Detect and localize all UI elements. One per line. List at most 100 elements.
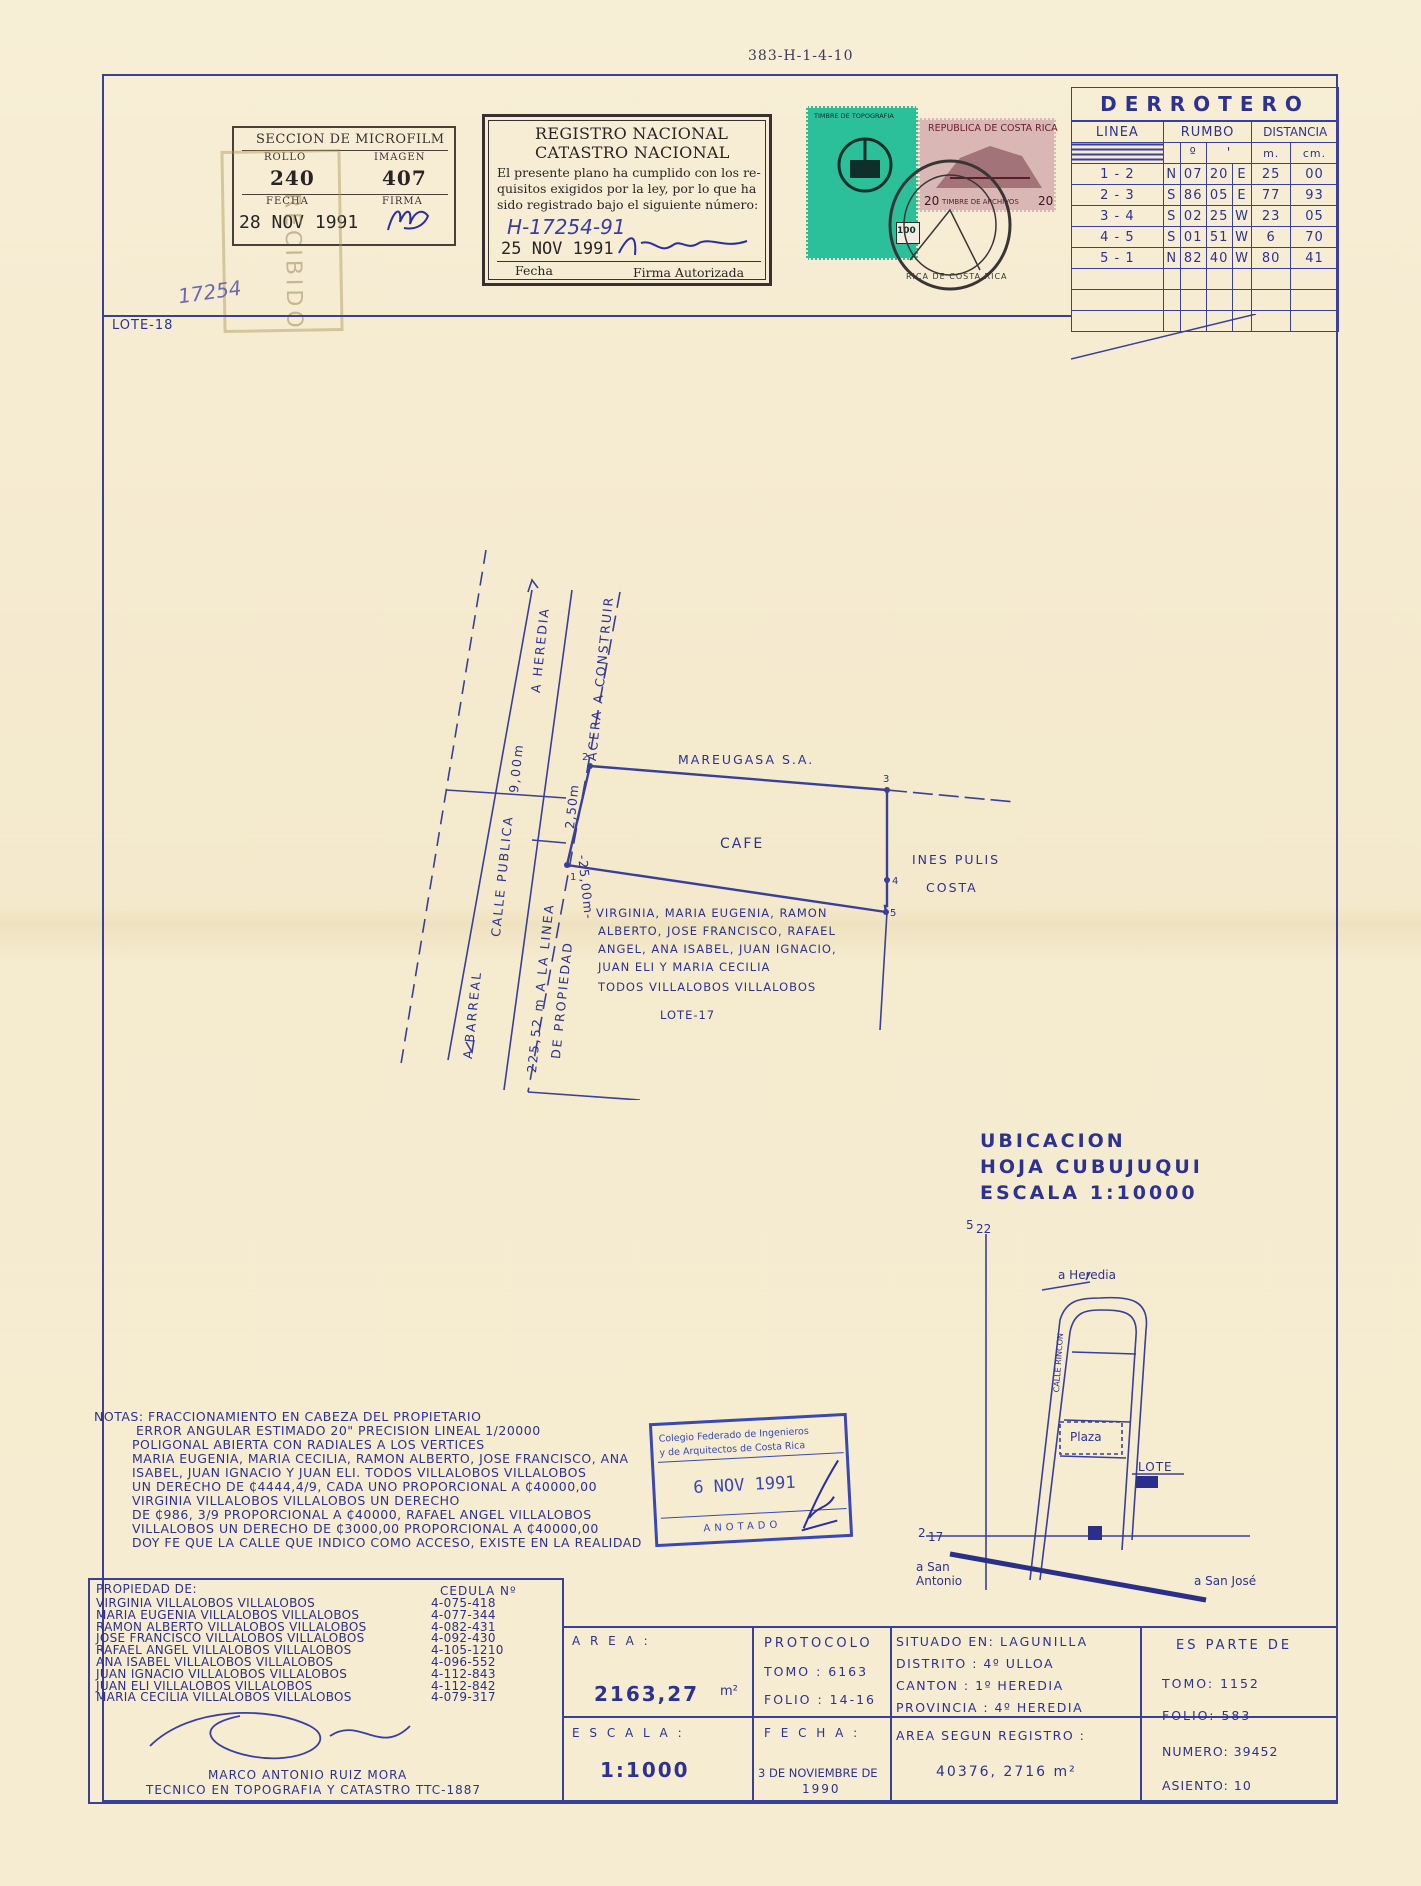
owner-name: JOSE FRANCISCO VILLALOBOS VILLALOBOS bbox=[96, 1631, 365, 1646]
microfilm-title: SECCION DE MICROFILM bbox=[256, 132, 445, 147]
protocolo-tomo: TOMO : 6163 bbox=[764, 1664, 869, 1679]
empty-row bbox=[1071, 268, 1340, 290]
rollo-value: 240 bbox=[270, 166, 315, 190]
notas-line: DOY FE QUE LA CALLE QUE INDICO COMO ACCE… bbox=[132, 1535, 642, 1550]
vertex-4-label: 4 bbox=[892, 876, 899, 887]
row-cm: 05 bbox=[1289, 205, 1340, 227]
row-dir2: W bbox=[1231, 247, 1253, 269]
situado-lugar: LAGUNILLA bbox=[1000, 1634, 1089, 1649]
timbre-archivos-stamp: REPUBLICA DE COSTA RICA 20 TIMBRE DE ARC… bbox=[918, 118, 1058, 212]
drawing-frame bbox=[102, 74, 1338, 1802]
owner-cedula: 4-105-1210 bbox=[431, 1643, 504, 1658]
row-deg: 02 bbox=[1179, 205, 1207, 227]
grid-vline-1 bbox=[752, 1626, 754, 1804]
notas-line: VIRGINIA VILLALOBOS VILLALOBOS UN DERECH… bbox=[132, 1493, 460, 1508]
grid-hline bbox=[562, 1716, 1338, 1718]
postmark-text: RICA DE COSTA RICA bbox=[906, 272, 1008, 281]
row-dir1: S bbox=[1162, 226, 1181, 248]
area-registro-value: 40376, 2716 m² bbox=[936, 1764, 1077, 1780]
situado-distrito: DISTRITO : 4º ULLOA bbox=[896, 1656, 1055, 1671]
row-cm: 41 bbox=[1289, 247, 1340, 269]
site-plan-drawing bbox=[399, 549, 1016, 1100]
south-owner-line2: ALBERTO, JOSE FRANCISCO, RAFAEL bbox=[598, 924, 836, 938]
cm-subheader: cm. bbox=[1289, 142, 1340, 164]
derrotero-title: DERROTERO bbox=[1071, 87, 1339, 122]
cafe-label: CAFE bbox=[720, 836, 765, 852]
recibido-text: RECIBIDO bbox=[279, 192, 307, 332]
empty-row bbox=[1071, 310, 1340, 332]
topografia-emblem-icon bbox=[837, 137, 893, 193]
title-block-grid bbox=[562, 1626, 1338, 1804]
south-owner-line4: JUAN ELI Y MARIA CECILIA bbox=[598, 960, 771, 974]
owner-name: ANA ISABEL VILLALOBOS VILLALOBOS bbox=[96, 1654, 334, 1669]
owner-name: RAFAEL ANGEL VILLALOBOS VILLALOBOS bbox=[96, 1643, 352, 1658]
notas-line: UN DERECHO DE ₵4444,4/9, CADA UNO PROPOR… bbox=[132, 1479, 598, 1494]
row-m: 23 bbox=[1251, 205, 1291, 227]
owner-cedula: 4-096-552 bbox=[431, 1654, 496, 1669]
header-divider bbox=[102, 315, 1072, 317]
min-subheader: ' bbox=[1205, 142, 1253, 164]
row-cm: 00 bbox=[1289, 163, 1340, 185]
row-linea: 3 - 4 bbox=[1071, 205, 1164, 227]
row-cm: 93 bbox=[1289, 184, 1340, 206]
owner-name: JUAN ELI VILLALOBOS VILLALOBOS bbox=[96, 1678, 313, 1693]
recibido-stamp: RECIBIDO bbox=[220, 148, 344, 334]
row-deg: 82 bbox=[1179, 247, 1207, 269]
grid-vline-2 bbox=[890, 1626, 892, 1804]
ubicacion-coord-left-b: 17 bbox=[928, 1530, 944, 1544]
row-linea: 4 - 5 bbox=[1071, 226, 1164, 248]
east-owner-line2: COSTA bbox=[926, 880, 978, 895]
map-lote-label: LOTE bbox=[1138, 1460, 1173, 1474]
a-san-antonio-line2: Antonio bbox=[916, 1574, 963, 1588]
timbre-archivos-label: TIMBRE DE ARCHIVOS bbox=[942, 198, 1019, 206]
col-rumbo-header: RUMBO bbox=[1162, 120, 1253, 143]
row-min: 40 bbox=[1205, 247, 1233, 269]
deg-subheader: º bbox=[1179, 142, 1207, 164]
microfilm-date: 28 NOV 1991 bbox=[239, 212, 359, 233]
owner-cedula: 4-077-344 bbox=[431, 1607, 496, 1622]
notas-line: ERROR ANGULAR ESTIMADO 20" PRECISION LIN… bbox=[136, 1423, 541, 1438]
registro-fecha-label: Fecha bbox=[515, 263, 553, 278]
row-dir2: W bbox=[1231, 205, 1253, 227]
derrotero-table: DERROTERO LINEA RUMBO DISTANCIA º ' m. c… bbox=[1071, 87, 1340, 332]
notas-line: MARIA EUGENIA, MARIA CECILIA, RAMON ALBE… bbox=[132, 1451, 629, 1466]
colegio-signature-icon bbox=[801, 1459, 839, 1532]
a-san-jose-label: a San José bbox=[1194, 1574, 1257, 1588]
north-owner-label: MAREUGASA S.A. bbox=[678, 752, 815, 767]
row-dir1: N bbox=[1162, 247, 1181, 269]
empty-row bbox=[1071, 289, 1340, 311]
area-registro-label: AREA SEGUN REGISTRO : bbox=[896, 1728, 1086, 1743]
row-min: 20 bbox=[1205, 163, 1233, 185]
registro-title2: CATASTRO NACIONAL bbox=[535, 143, 730, 162]
notas-line: POLIGONAL ABIERTA CON RADIALES A LOS VER… bbox=[132, 1437, 485, 1452]
cedula-label: CEDULA Nº bbox=[440, 1584, 517, 1598]
tecnico-name: MARCO ANTONIO RUIZ MORA bbox=[208, 1768, 408, 1782]
signature-icon bbox=[387, 210, 430, 231]
col-linea-header: LINEA bbox=[1071, 120, 1164, 143]
colegio-anotado: ANOTADO bbox=[703, 1519, 782, 1535]
vertex-2-label: 2 bbox=[582, 752, 589, 763]
situado-provincia: PROVINCIA : 4º HEREDIA bbox=[896, 1700, 1084, 1715]
row-dir1: S bbox=[1162, 205, 1181, 227]
rollo-label: ROLLO bbox=[264, 152, 307, 163]
vertex-1-label: 1 bbox=[570, 872, 577, 883]
table-row: 3 - 4 S 02 25 W 23 05 bbox=[1071, 205, 1340, 227]
tecnico-signature-icon bbox=[149, 1711, 411, 1760]
m-subheader: m. bbox=[1251, 142, 1291, 164]
plaza-label: Plaza bbox=[1070, 1430, 1102, 1444]
grid-vline-3 bbox=[1140, 1626, 1142, 1804]
owner-name: VIRGINIA VILLALOBOS VILLALOBOS bbox=[96, 1596, 316, 1610]
owner-name: RAMON ALBERTO VILLALOBOS VILLALOBOS bbox=[96, 1619, 367, 1634]
lote-18-label: LOTE-18 bbox=[112, 318, 174, 333]
timbre-topografia-label: TIMBRE DE TOPOGRAFIA bbox=[814, 112, 894, 120]
es-parte-tomo: TOMO: 1152 bbox=[1162, 1676, 1260, 1691]
registro-stamp: REGISTRO NACIONAL CATASTRO NACIONAL El p… bbox=[482, 114, 772, 286]
col-distancia-header: DISTANCIA bbox=[1251, 120, 1339, 143]
notas-line: DE ₵986, 3/9 PROPORCIONAL A ₵40000, RAFA… bbox=[132, 1507, 592, 1522]
row-linea: 2 - 3 bbox=[1071, 184, 1164, 206]
propiedad-label: PROPIEDAD DE: bbox=[96, 1582, 198, 1596]
south-owner-line5: TODOS VILLALOBOS VILLALOBOS bbox=[598, 980, 817, 994]
firma-label: FIRMA bbox=[382, 196, 423, 207]
linea-subheader-hatch bbox=[1071, 142, 1164, 164]
